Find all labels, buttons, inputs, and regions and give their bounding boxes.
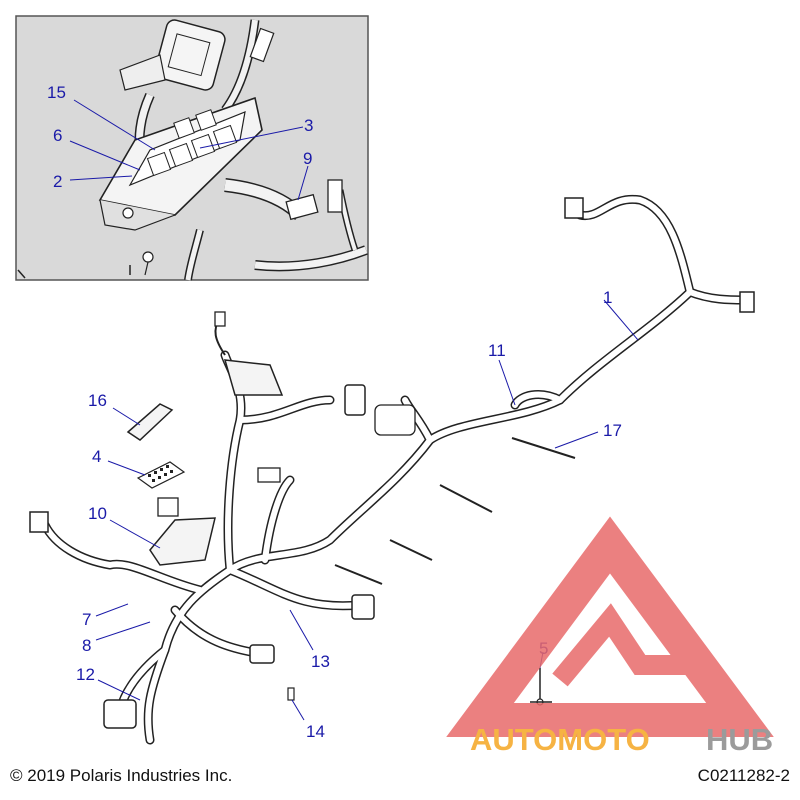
fuse-box bbox=[98, 96, 263, 231]
part-code: C0211282-2 bbox=[698, 766, 790, 785]
callout-10: 10 bbox=[88, 504, 107, 523]
callout-17: 17 bbox=[603, 421, 622, 440]
callout-3: 3 bbox=[304, 116, 313, 135]
callout-4: 4 bbox=[92, 447, 101, 466]
callout-11: 11 bbox=[488, 341, 506, 360]
callout-leaders bbox=[69, 99, 639, 721]
copyright-text: © 2019 Polaris Industries Inc. bbox=[10, 766, 232, 785]
callout-12: 12 bbox=[76, 665, 95, 684]
callout-13: 13 bbox=[311, 652, 330, 671]
inset-detail bbox=[15, 15, 369, 281]
watermark-brand-orange: AUTOMOTO bbox=[470, 722, 650, 757]
callout-14: 14 bbox=[306, 722, 325, 741]
callout-8: 8 bbox=[82, 636, 91, 655]
callout-6: 6 bbox=[53, 126, 62, 145]
callout-9: 9 bbox=[303, 149, 312, 168]
callout-1: 1 bbox=[603, 288, 612, 307]
callout-2: 2 bbox=[53, 172, 62, 191]
callout-7: 7 bbox=[82, 610, 91, 629]
wiring-harness bbox=[29, 194, 755, 745]
callout-15: 15 bbox=[47, 83, 66, 102]
callout-16: 16 bbox=[88, 391, 107, 410]
watermark-logo: AUTOMOTO HUB bbox=[446, 516, 774, 757]
watermark-brand-gray: HUB bbox=[706, 722, 773, 757]
